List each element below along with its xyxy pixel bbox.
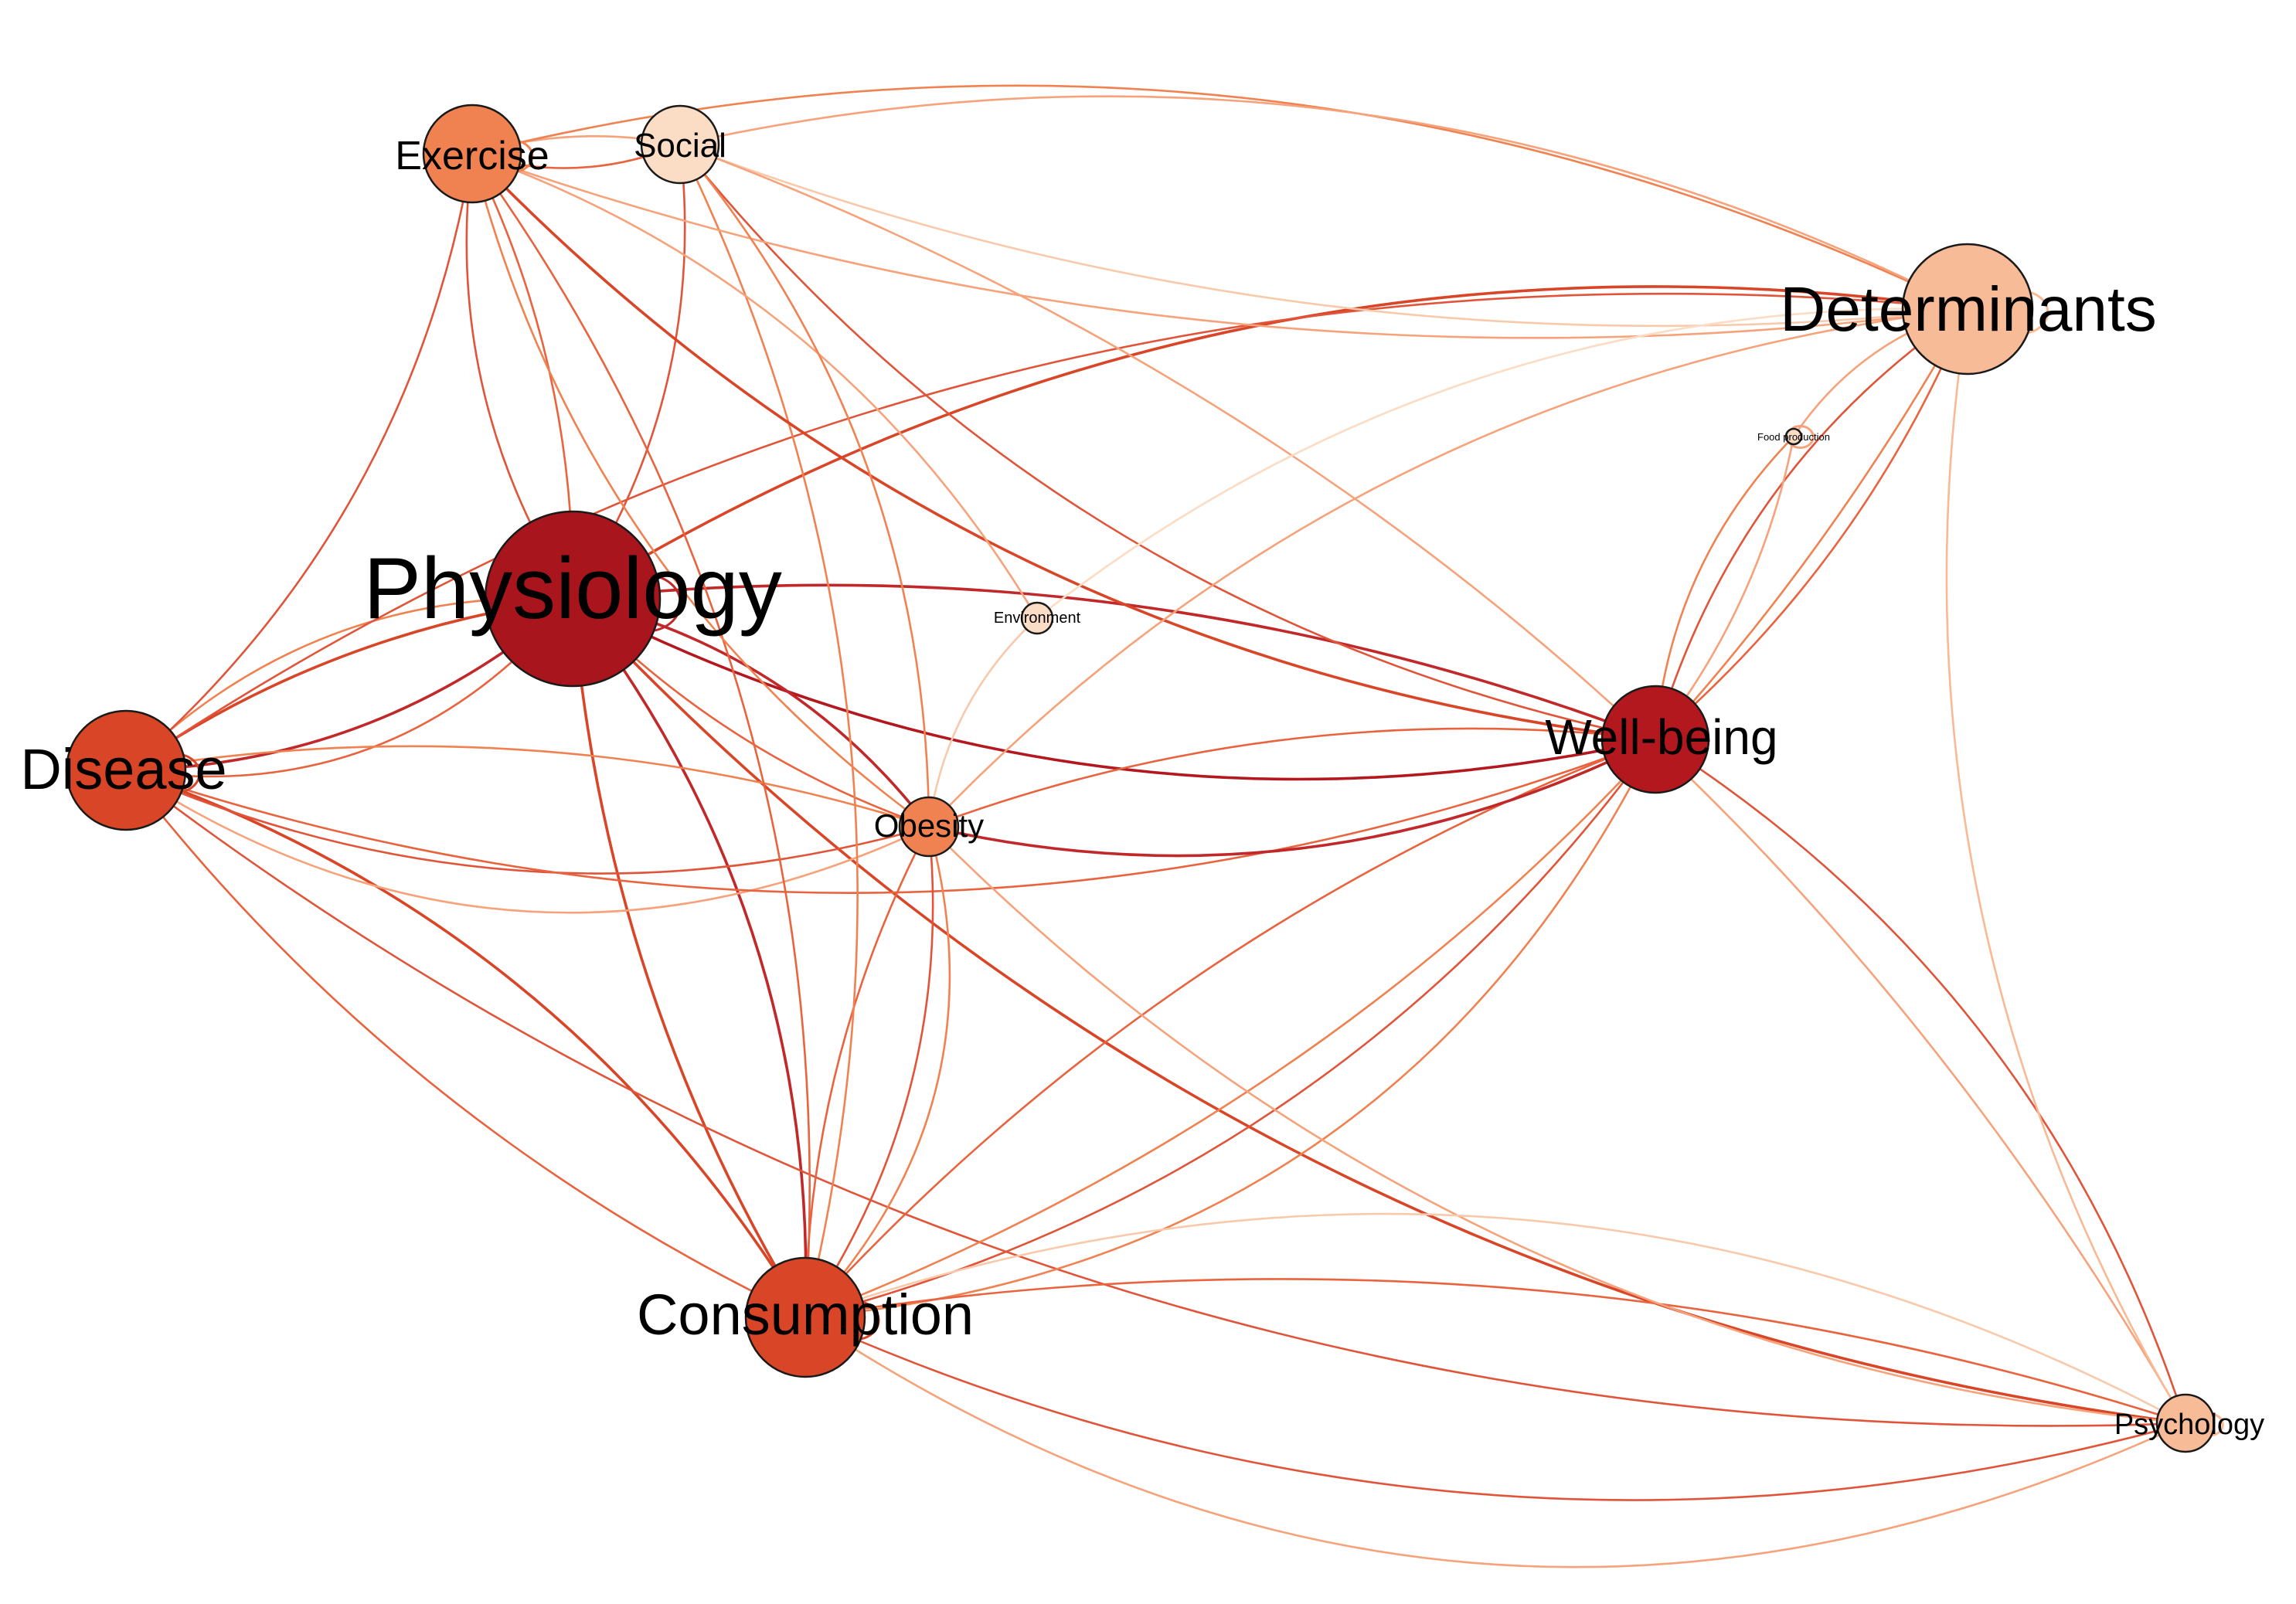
node-label-physiology: Physiology xyxy=(363,540,782,637)
node-consumption[interactable]: Consumption xyxy=(637,1256,974,1378)
node-label-environment: Environment xyxy=(994,610,1081,627)
edge-disease-obesity xyxy=(125,769,930,914)
node-environment[interactable]: Environment xyxy=(994,601,1081,635)
edge-wellbeing-obesity xyxy=(928,738,1656,858)
edge-disease-wellbeing xyxy=(125,738,1656,894)
edge-psychology-consumption xyxy=(804,1212,2186,1425)
edge-consumption-determinants xyxy=(804,308,1969,1319)
edge-obesity-environment xyxy=(927,617,1038,827)
node-label-consumption: Consumption xyxy=(637,1283,974,1347)
node-circle-wellbeing[interactable] xyxy=(1600,685,1710,794)
edge-consumption-obesity xyxy=(804,826,934,1318)
edge-determinants-psychology xyxy=(1945,308,2187,1424)
edge-physiology-wellbeing xyxy=(572,597,1656,781)
edge-exercise-determinants xyxy=(471,84,1968,311)
edge-social-determinants xyxy=(679,95,1968,311)
node-obesity[interactable]: Obesity xyxy=(874,796,984,858)
node-disease[interactable]: Disease xyxy=(20,709,227,831)
edge-social-determinants xyxy=(679,143,1968,328)
edge-wellbeing-social xyxy=(679,144,1656,741)
edge-social-obesity xyxy=(679,144,930,827)
node-circle-psychology[interactable] xyxy=(2155,1393,2216,1453)
node-circle-social[interactable] xyxy=(640,104,720,185)
edge-exercise-determinants xyxy=(471,152,1968,339)
node-circle-determinants[interactable] xyxy=(1901,243,2034,376)
node-circle-obesity[interactable] xyxy=(898,796,960,858)
node-circle-exercise[interactable] xyxy=(422,104,522,204)
edge-disease-consumption xyxy=(124,770,806,1319)
node-social[interactable]: Social xyxy=(634,104,726,185)
node-label-disease: Disease xyxy=(20,737,226,801)
edge-consumption-psychology xyxy=(804,1316,2186,1501)
edge-consumption-psychology xyxy=(804,1278,2186,1425)
node-circle-consumption[interactable] xyxy=(744,1256,866,1378)
node-label-social: Social xyxy=(634,127,726,165)
edge-wellbeing-obesity xyxy=(928,727,1656,828)
node-determinants[interactable]: Determinants xyxy=(1780,243,2157,376)
edge-disease-psychology xyxy=(125,769,2186,1427)
edge-wellbeing-exercise xyxy=(471,152,1656,741)
edge-physiology-consumption xyxy=(571,597,808,1318)
edge-disease-consumption xyxy=(125,769,807,1318)
node-foodproduction[interactable]: Food production xyxy=(1757,427,1830,446)
node-circle-foodproduction[interactable] xyxy=(1784,427,1803,446)
edge-obesity-psychology xyxy=(928,826,2186,1425)
edge-wellbeing-determinants xyxy=(1655,308,1969,740)
edge-exercise-obesity xyxy=(471,153,930,828)
edge-disease-determinants xyxy=(125,292,1968,772)
edge-social-psychology xyxy=(679,143,2187,1424)
edge-consumption-psychology xyxy=(804,1316,2186,1568)
edge-determinants-obesity xyxy=(928,308,1968,827)
node-physiology[interactable]: Physiology xyxy=(363,510,782,688)
edge-disease-obesity xyxy=(125,769,930,875)
edge-physiology-consumption xyxy=(571,598,807,1318)
edge-wellbeing-psychology xyxy=(1655,738,2187,1424)
node-psychology[interactable]: Psychology xyxy=(2114,1393,2264,1453)
edge-consumption-obesity xyxy=(804,826,951,1318)
node-circle-physiology[interactable] xyxy=(484,510,662,688)
edge-exercise-environment xyxy=(471,152,1039,619)
node-circle-environment[interactable] xyxy=(1020,601,1054,635)
node-wellbeing[interactable]: Well-being xyxy=(1545,685,1778,794)
node-label-determinants: Determinants xyxy=(1780,274,2157,345)
edge-disease-exercise xyxy=(125,153,474,771)
node-exercise[interactable]: Exercise xyxy=(395,104,549,204)
node-label-foodproduction: Food production xyxy=(1757,431,1830,443)
edge-physiology-determinants xyxy=(572,285,1968,600)
node-circle-disease[interactable] xyxy=(65,709,187,831)
edge-consumption-wellbeing xyxy=(804,739,1657,1319)
edge-physiology-psychology xyxy=(571,597,2186,1425)
edge-consumption-exercise xyxy=(471,153,811,1318)
edge-disease-obesity xyxy=(125,745,930,828)
node-label-exercise: Exercise xyxy=(395,134,549,178)
edge-wellbeing-determinants xyxy=(1654,308,1968,740)
node-label-obesity: Obesity xyxy=(874,807,984,844)
edge-consumption-obesity xyxy=(804,826,930,1318)
edge-environment-determinants xyxy=(1036,308,1968,620)
node-label-wellbeing: Well-being xyxy=(1545,709,1777,765)
node-label-psychology: Psychology xyxy=(2114,1409,2264,1441)
edge-consumption-social xyxy=(679,144,859,1318)
